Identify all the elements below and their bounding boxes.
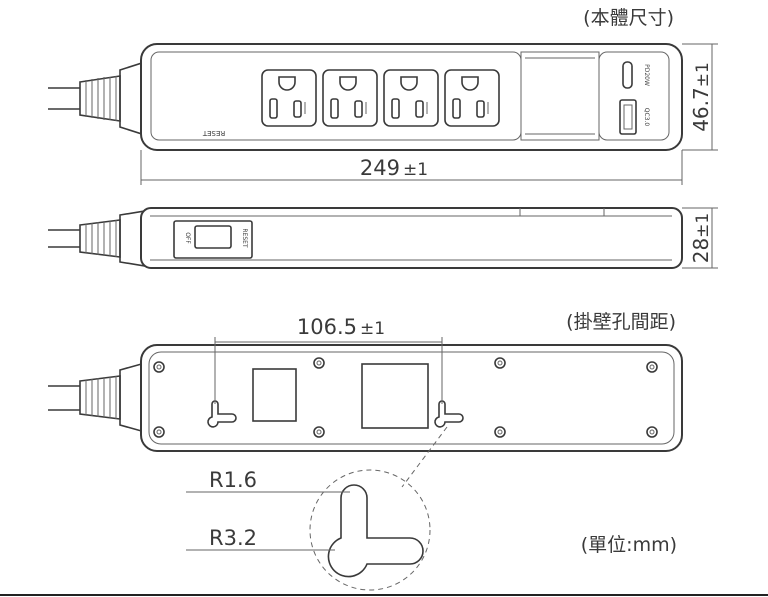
length-tolerance: ±1 [403, 160, 428, 180]
width-value: 46.7 [689, 87, 713, 132]
top-view: RESET [48, 7, 718, 185]
outlet-3 [383, 69, 439, 127]
hole-spacing-dimension: 106.5 ±1 [214, 315, 443, 404]
svg-text:46.7±1: 46.7±1 [689, 62, 713, 132]
screw-holes [153, 357, 658, 438]
length-value: 249 [360, 156, 400, 180]
power-switch[interactable] [194, 225, 232, 249]
side-view-body [140, 207, 683, 269]
usb-c-label: PD20W [643, 64, 650, 86]
length-dimension: 249 ±1 [140, 150, 683, 185]
height-value: 28 [689, 238, 713, 263]
side-cable [48, 210, 146, 267]
width-tolerance: ±1 [693, 62, 713, 87]
reset-label: RESET [202, 129, 225, 137]
keyhole-left [207, 400, 237, 428]
hole-spacing-value: 106.5 [297, 315, 357, 339]
height-dimension: 28±1 [682, 207, 718, 269]
detail-circle [309, 469, 431, 591]
height-tolerance: ±1 [693, 213, 713, 238]
width-dimension: 46.7±1 [682, 43, 718, 151]
outlet-4 [444, 69, 500, 127]
rubber-pad-1 [252, 368, 297, 422]
radius-large-label: R3.2 [209, 526, 257, 550]
outlet-1 [261, 69, 317, 127]
keyhole-enlarged [327, 484, 424, 578]
body-size-title: (本體尺寸) [583, 7, 674, 29]
radius-small-label: R1.6 [209, 468, 257, 492]
rubber-pad-2 [361, 363, 429, 429]
keyhole-detail: R1.6 R3.2 [186, 426, 448, 591]
bottom-view: 106.5 ±1 (掛壁孔間距) [48, 311, 683, 452]
hole-spacing-title: (掛壁孔間距) [566, 311, 676, 333]
usb-c-port [622, 61, 633, 89]
side-view: OFF RESET 28±1 [48, 207, 718, 269]
outlet-2 [322, 69, 378, 127]
bottom-view-body [140, 344, 683, 452]
usb-a-port [619, 99, 637, 135]
hole-spacing-tolerance: ±1 [360, 319, 385, 339]
switch-label: OFF [184, 232, 191, 244]
keyhole-right [434, 400, 464, 428]
top-cable [48, 60, 146, 137]
svg-text:28±1: 28±1 [689, 213, 713, 264]
power-switch-housing [173, 220, 253, 259]
bottom-cable [48, 361, 146, 434]
side-reset-label: RESET [241, 228, 248, 248]
unit-label: (單位:mm) [581, 534, 677, 556]
usb-a-label: QC3.0 [643, 108, 650, 127]
